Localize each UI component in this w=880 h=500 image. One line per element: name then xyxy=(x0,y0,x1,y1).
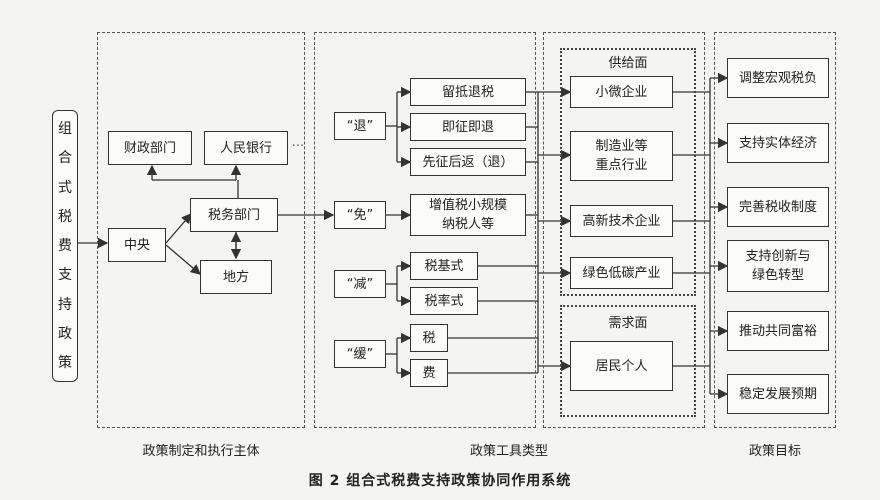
exempt-category: “免” xyxy=(334,201,386,229)
goal-real-economy: 支持实体经济 xyxy=(727,123,829,163)
supply-side-header: 供给面 xyxy=(608,56,648,71)
goal-innovation-green: 支持创新与 绿色转型 xyxy=(727,240,829,292)
supply-item-high-tech: 高新技术企业 xyxy=(570,205,673,237)
central-box: 中央 xyxy=(108,228,166,262)
goal-common-prosperity: 推动共同富裕 xyxy=(727,311,829,351)
demand-item-residents: 居民个人 xyxy=(570,341,673,391)
finance-dept-box: 财政部门 xyxy=(108,131,192,165)
tool-immediate-refund: 即征即退 xyxy=(410,113,526,141)
title-char: 策 xyxy=(58,355,72,371)
subjects-section xyxy=(97,32,305,428)
goal-stable-expectations: 稳定发展预期 xyxy=(727,374,829,414)
title-char: 式 xyxy=(58,179,72,196)
tool-fee: 费 xyxy=(410,359,448,387)
tool-tax-base: 税基式 xyxy=(410,252,478,280)
supply-item-manufacturing: 制造业等 重点行业 xyxy=(570,131,673,181)
targets-section xyxy=(543,32,705,428)
tool-collect-then-refund: 先征后返（退） xyxy=(410,148,526,176)
policy-title-vertical: 组 合 式 税 费 支 持 政 策 xyxy=(52,110,78,382)
title-char: 支 xyxy=(58,267,72,284)
pboc-box: 人民银行 xyxy=(204,131,288,165)
goal-macro-tax-burden: 调整宏观税负 xyxy=(727,58,829,98)
goal-tax-system: 完善税收制度 xyxy=(727,187,829,227)
tax-dept-box: 税务部门 xyxy=(190,198,278,232)
supply-item-small-micro: 小微企业 xyxy=(570,76,673,108)
demand-side-group xyxy=(560,305,696,417)
subjects-section-label: 政策制定和执行主体 xyxy=(142,444,260,459)
supply-side-group xyxy=(560,48,696,296)
tool-retained-credit-refund: 留抵退税 xyxy=(410,78,526,106)
figure-caption: 图 2 组合式税费支持政策协同作用系统 xyxy=(308,473,572,489)
title-char: 税 xyxy=(58,208,72,225)
demand-side-header: 需求面 xyxy=(608,316,648,331)
pboc-ellipsis: ··· xyxy=(291,139,305,154)
title-char: 组 xyxy=(58,121,72,137)
tool-tax: 税 xyxy=(410,324,448,352)
title-char: 费 xyxy=(58,238,72,254)
title-char: 政 xyxy=(58,325,72,342)
title-char: 持 xyxy=(58,296,72,313)
local-box: 地方 xyxy=(200,260,272,294)
reduce-category: “减” xyxy=(334,270,386,298)
refund-category: “退” xyxy=(334,112,386,140)
tool-vat-small-taxpayer: 增值税小规模 纳税人等 xyxy=(410,194,526,236)
title-char: 合 xyxy=(58,150,72,167)
goals-section xyxy=(714,32,836,428)
tool-tax-rate: 税率式 xyxy=(410,287,478,315)
defer-category: “缓” xyxy=(334,340,386,368)
tools-section xyxy=(314,32,536,428)
supply-item-green-low-carbon: 绿色低碳产业 xyxy=(570,257,673,289)
tools-section-label: 政策工具类型 xyxy=(469,444,548,459)
goals-section-label: 政策目标 xyxy=(748,444,801,459)
